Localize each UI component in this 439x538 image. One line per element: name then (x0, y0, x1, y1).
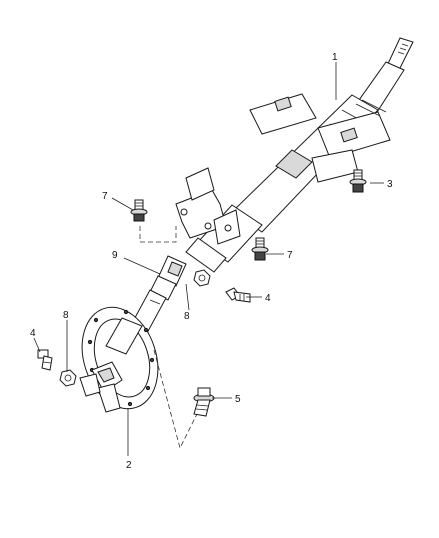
bolt-5 (193, 387, 215, 417)
nut-8-middle (193, 269, 211, 287)
steering-column (175, 37, 414, 273)
lower-shaft-flange (79, 306, 159, 413)
bolt-4-left (37, 349, 53, 371)
callout-8-left: 8 (63, 310, 69, 321)
bolt-4-middle (225, 287, 251, 303)
callout-7-right: 7 (287, 250, 293, 261)
callout-7-left: 7 (102, 191, 108, 202)
bolt-3 (349, 169, 367, 193)
callout-5: 5 (235, 394, 241, 405)
nut-8-left (59, 369, 77, 387)
assembly-dashed-line-7 (139, 226, 177, 243)
callout-1: 1 (332, 52, 338, 63)
assembly-dashed-line-5 (153, 349, 199, 450)
callout-4-left: 4 (30, 328, 36, 339)
callout-4-middle: 4 (265, 293, 271, 304)
callout-9: 9 (112, 250, 118, 261)
callout-2: 2 (126, 460, 132, 471)
leader-lines (33, 62, 384, 456)
bolt-7-left (130, 199, 148, 222)
bolt-7-right (251, 237, 269, 261)
callout-8-middle: 8 (184, 311, 190, 322)
callout-3: 3 (387, 179, 393, 190)
